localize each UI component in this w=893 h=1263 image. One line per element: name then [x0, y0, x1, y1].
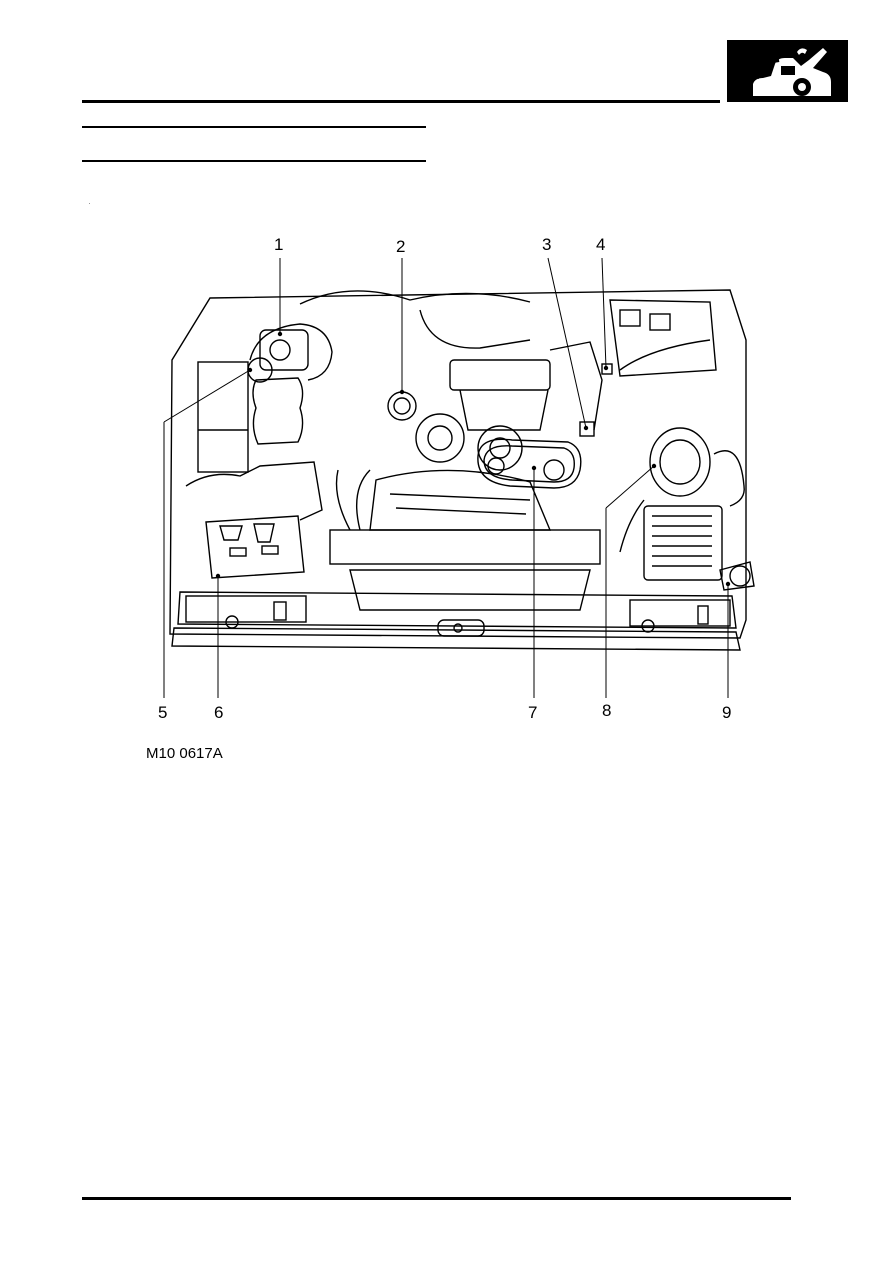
figure-reference: M10 0617A: [146, 745, 223, 762]
bay-outline: [169, 289, 747, 639]
leader-line-5: [163, 369, 251, 423]
callout-8: 8: [602, 701, 611, 720]
callout-5: 5: [158, 703, 167, 722]
callout-3: 3: [542, 235, 551, 254]
leader-line-3: [547, 257, 587, 429]
leader-line-4: [601, 257, 607, 369]
scan-speck: [89, 203, 90, 204]
section-title-rule-bottom: [82, 160, 426, 162]
header-rule: [82, 100, 720, 103]
engine-bay-figure: 1 2 3 4 5 6 7 8 9: [150, 230, 760, 730]
section-badge: [727, 40, 848, 102]
callout-7: 7: [528, 703, 537, 722]
callout-6: 6: [214, 703, 223, 722]
callout-9: 9: [722, 703, 731, 722]
callout-4: 4: [596, 235, 605, 254]
engine-bay-illustration: 1 2 3 4 5 6 7 8 9: [158, 235, 755, 722]
callout-1: 1: [274, 235, 283, 254]
callout-2: 2: [396, 237, 405, 256]
section-title-rule-top: [82, 126, 426, 128]
bonnet-open-car-icon: [753, 48, 831, 96]
leader-line-8b: [605, 465, 655, 509]
footer-rule: [82, 1197, 791, 1200]
